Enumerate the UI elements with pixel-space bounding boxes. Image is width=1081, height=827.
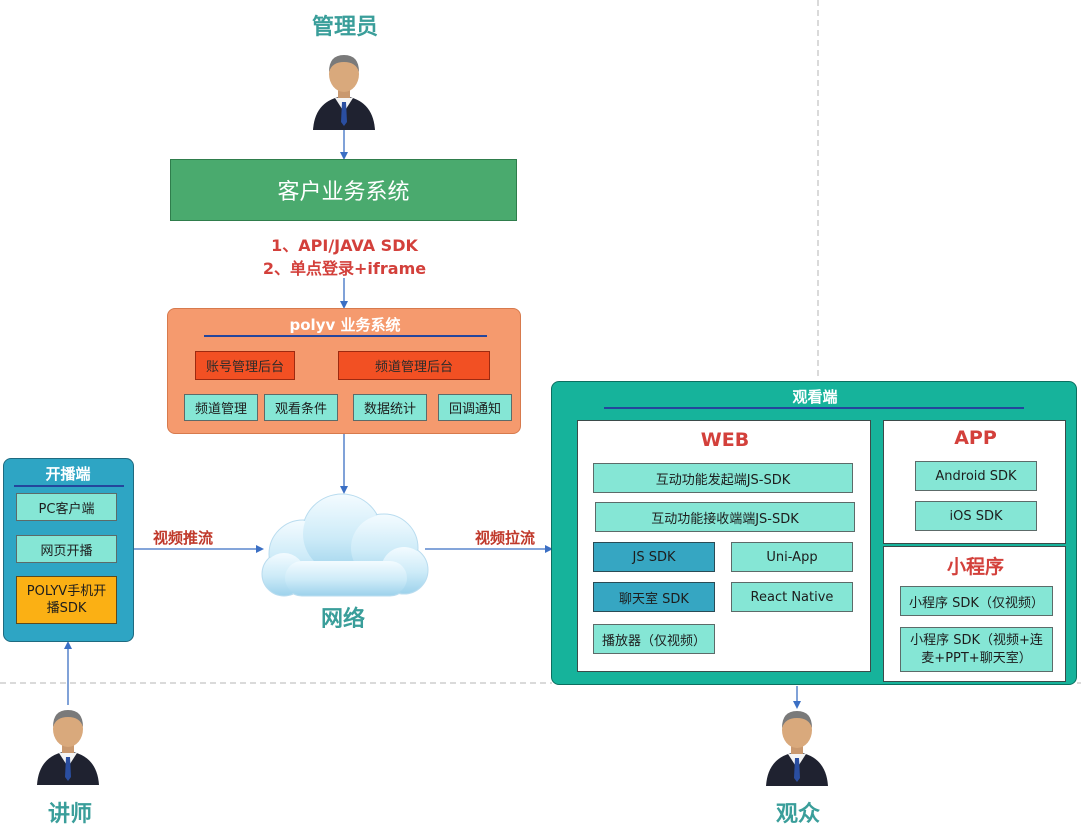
broadcast-panel: 开播端 PC客户端 网页开播 POLYV手机开播SDK xyxy=(3,458,134,642)
polyv-title: polyv 业务系统 xyxy=(289,315,401,334)
module-channel-management: 频道管理 xyxy=(184,394,258,421)
broadcast-title: 开播端 xyxy=(45,464,91,483)
ios-sdk: iOS SDK xyxy=(915,501,1037,531)
interactive-receiver-js-sdk: 互动功能接收端端JS-SDK xyxy=(595,502,855,532)
android-sdk: Android SDK xyxy=(915,461,1037,491)
network-cloud-icon xyxy=(261,493,429,597)
viewer-title: 观看端 xyxy=(792,387,838,406)
mini-program-panel: 小程序 小程序 SDK（仅视频） 小程序 SDK（视频+连麦+PPT+聊天室） xyxy=(883,546,1066,682)
lecturer-person-icon xyxy=(37,710,99,785)
mini-program-title: 小程序 xyxy=(946,555,1004,578)
js-sdk: JS SDK xyxy=(593,542,715,572)
app-panel: APP Android SDK iOS SDK xyxy=(883,420,1066,544)
video-pull-label: 视频拉流 xyxy=(474,528,535,547)
polyv-business-system: polyv 业务系统 账号管理后台 频道管理后台 频道管理 观看条件 数据统计 … xyxy=(167,308,521,434)
react-native: React Native xyxy=(731,582,853,612)
audience-person-icon xyxy=(766,711,828,786)
admin-label: 管理员 xyxy=(311,15,378,40)
integration-note-1: 1、API/JAVA SDK xyxy=(271,236,418,255)
video-push-label: 视频推流 xyxy=(152,528,213,547)
mini-program-sdk-full: 小程序 SDK（视频+连麦+PPT+聊天室） xyxy=(900,627,1053,672)
web-broadcast: 网页开播 xyxy=(16,535,117,563)
interactive-initiator-js-sdk: 互动功能发起端JS-SDK xyxy=(593,463,853,493)
web-title: WEB xyxy=(700,429,750,451)
mini-program-sdk-video-only: 小程序 SDK（仅视频） xyxy=(900,586,1053,616)
network-label: 网络 xyxy=(320,607,365,632)
viewer-title-underline xyxy=(604,407,1024,409)
audience-label: 观众 xyxy=(775,802,820,827)
chatroom-sdk: 聊天室 SDK xyxy=(593,582,715,612)
admin-person-icon xyxy=(313,55,375,130)
polyv-mobile-broadcast-sdk: POLYV手机开播SDK xyxy=(16,576,117,624)
polyv-title-underline xyxy=(204,335,487,337)
module-viewing-conditions: 观看条件 xyxy=(264,394,338,421)
app-title: APP xyxy=(954,427,997,449)
module-data-statistics: 数据统计 xyxy=(353,394,427,421)
module-callback-notification: 回调通知 xyxy=(438,394,512,421)
account-admin-backend: 账号管理后台 xyxy=(195,351,295,380)
customer-business-system: 客户业务系统 xyxy=(170,159,517,221)
web-panel: WEB 互动功能发起端JS-SDK 互动功能接收端端JS-SDK JS SDK … xyxy=(577,420,871,672)
viewer-panel: 观看端 WEB 互动功能发起端JS-SDK 互动功能接收端端JS-SDK JS … xyxy=(551,381,1077,685)
channel-admin-backend: 频道管理后台 xyxy=(338,351,490,380)
player-video-only: 播放器（仅视频） xyxy=(593,624,715,654)
broadcast-title-underline xyxy=(14,485,124,487)
integration-note-2: 2、单点登录+iframe xyxy=(262,259,427,278)
pc-client: PC客户端 xyxy=(16,493,117,521)
lecturer-label: 讲师 xyxy=(47,802,92,827)
uni-app: Uni-App xyxy=(731,542,853,572)
integration-notes: 1、API/JAVA SDK 2、单点登录+iframe xyxy=(222,234,467,280)
